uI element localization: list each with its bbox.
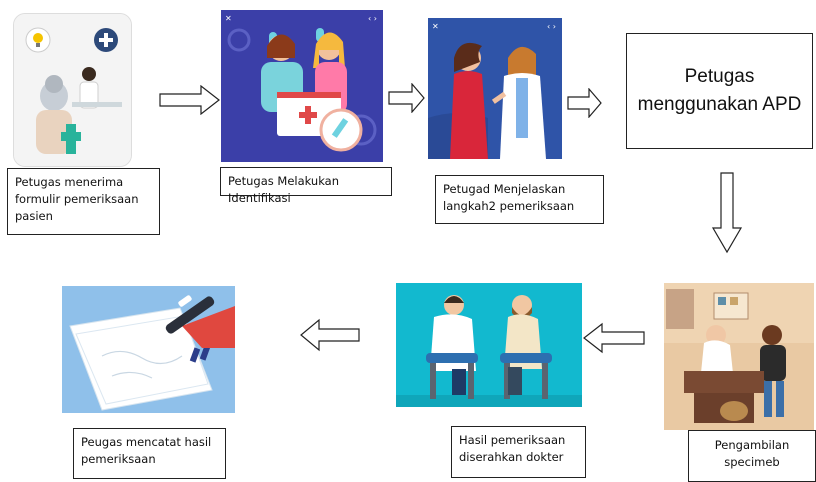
lightbulb-icon: [25, 27, 51, 53]
arrow-right-3: [567, 88, 602, 118]
step6-caption: Hasil pemeriksaan diserahkan dokter: [451, 426, 586, 478]
arrow-right-1: [159, 85, 220, 115]
medical-cross-icon: [94, 28, 118, 52]
step5-illustration: [664, 283, 814, 430]
step4-text: Petugas menggunakan APD: [637, 66, 802, 115]
window-control-icons-3: ✕: [432, 22, 439, 31]
step2-caption: Petugas Melakukan Identifikasi: [220, 167, 392, 205]
step4-apd-box: Petugas menggunakan APD: [626, 33, 813, 149]
step2-caption-text: Petugas Melakukan Identifikasi: [228, 174, 340, 205]
step3-caption: Petugad Menjelaskan langkah2 pemeriksaan: [435, 175, 604, 224]
arrow-left-1: [583, 322, 645, 354]
step2-illustration: ✕ ‹ ›: [221, 10, 383, 162]
step1-caption: Petugas menerima formulir pemeriksaan pa…: [7, 168, 160, 235]
step3-illustration: ✕ ‹ ›: [428, 18, 562, 159]
window-control-icons-3-right: ‹ ›: [547, 22, 556, 31]
step6-illustration: [396, 283, 582, 407]
step5-caption: Pengambilan specimeb: [688, 430, 816, 482]
step7-caption-text: Peugas mencatat hasil pemeriksaan: [81, 435, 212, 466]
window-control-icons-right: ‹ ›: [368, 14, 377, 23]
step1-caption-text: Petugas menerima formulir pemeriksaan pa…: [15, 175, 139, 223]
step7-caption: Peugas mencatat hasil pemeriksaan: [73, 428, 226, 479]
step3-caption-text: Petugad Menjelaskan langkah2 pemeriksaan: [443, 182, 575, 213]
arrow-right-2: [388, 83, 425, 113]
arrow-left-2: [300, 318, 360, 352]
step7-illustration: [62, 286, 235, 413]
step6-caption-text: Hasil pemeriksaan diserahkan dokter: [459, 433, 566, 464]
step5-caption-text: Pengambilan specimeb: [714, 438, 790, 469]
window-control-icons: ✕: [225, 14, 232, 23]
step1-illustration: [13, 13, 132, 167]
arrow-down: [711, 172, 743, 254]
